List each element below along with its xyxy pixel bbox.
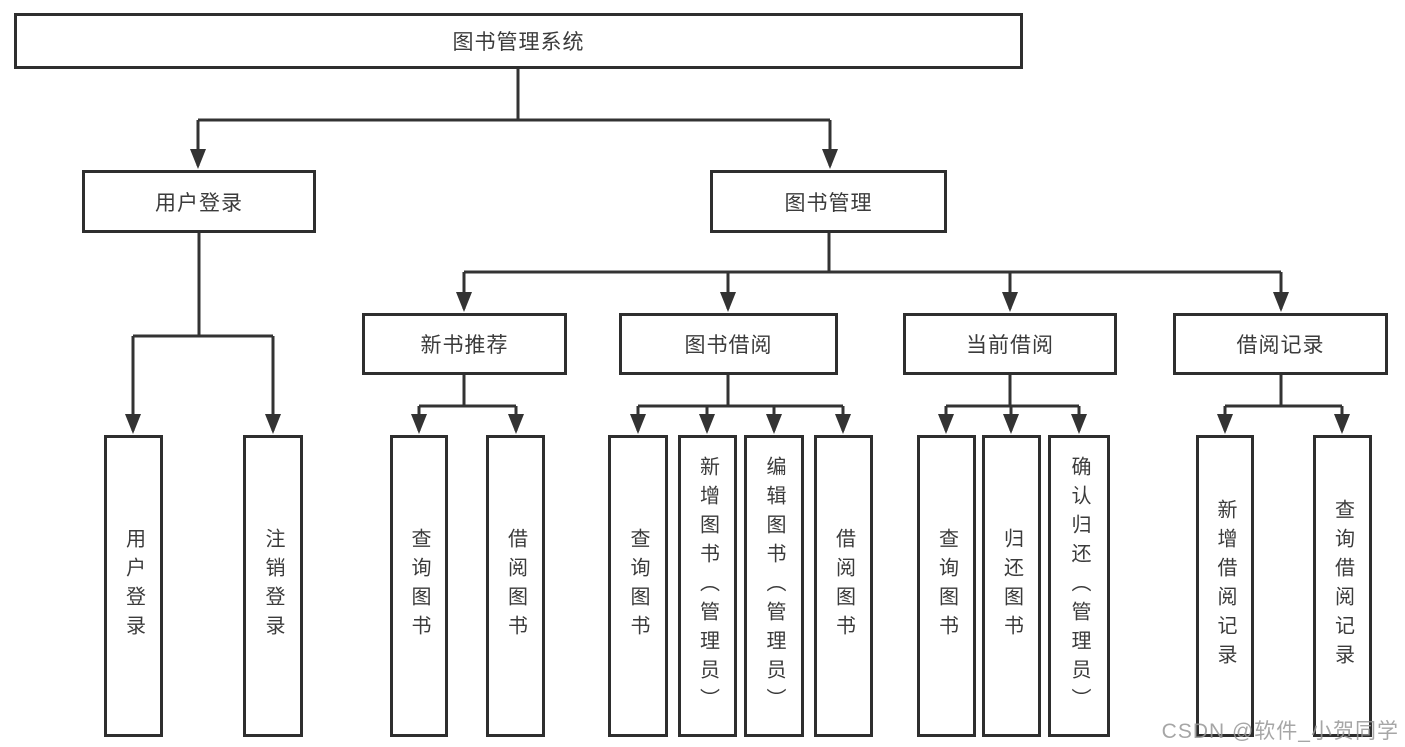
arrowhead (125, 414, 141, 434)
node-leaf-borrow-books-recommend-label: 借阅图书 (504, 528, 527, 644)
node-leaf-edit-books-admin: 编辑图书（管理员） (744, 435, 804, 737)
node-root: 图书管理系统 (14, 13, 1023, 69)
node-leaf-query-books-recommend-label: 查询图书 (408, 528, 430, 644)
arrowheads (125, 149, 1350, 434)
node-root-label: 图书管理系统 (452, 31, 585, 54)
node-leaf-confirm-return-admin-label: 确认归还（管理员） (1068, 455, 1090, 717)
arrowhead (630, 414, 646, 434)
arrowhead (720, 292, 736, 312)
arrowhead (190, 149, 206, 169)
arrowhead (456, 292, 472, 312)
node-new-book-recommend-label: 新书推荐 (420, 334, 509, 357)
node-leaf-user-login-label: 用户登录 (122, 528, 145, 644)
node-leaf-logout-label: 注销登录 (262, 528, 284, 644)
node-book-management-label: 图书管理 (784, 191, 873, 215)
arrowhead (766, 414, 782, 434)
node-leaf-borrow-books-recommend: 借阅图书 (486, 435, 545, 737)
arrowhead (265, 414, 281, 434)
node-leaf-borrow-books: 借阅图书 (814, 435, 873, 737)
node-leaf-query-books-borrow-label: 查询图书 (627, 528, 649, 644)
arrowhead (1003, 414, 1019, 434)
node-leaf-user-login: 用户登录 (104, 435, 163, 737)
node-leaf-add-borrow-record: 新增借阅记录 (1196, 435, 1254, 737)
arrowhead (822, 149, 838, 169)
node-leaf-logout: 注销登录 (243, 435, 303, 737)
node-leaf-query-borrow-record-label: 查询借阅记录 (1331, 499, 1354, 673)
arrowhead (835, 414, 851, 434)
arrowhead (1273, 292, 1289, 312)
node-leaf-return-books-label: 归还图书 (1000, 528, 1023, 644)
node-user-login-label: 用户登录 (155, 191, 243, 215)
arrowhead (1071, 414, 1087, 434)
arrowhead (1334, 414, 1350, 434)
node-leaf-query-books-recommend: 查询图书 (390, 435, 448, 737)
node-leaf-return-books: 归还图书 (982, 435, 1041, 737)
node-book-management: 图书管理 (710, 170, 947, 233)
node-leaf-add-books-admin: 新增图书（管理员） (678, 435, 737, 737)
csdn-watermark: CSDN @软件_小贺同学 (1161, 720, 1399, 743)
node-current-borrow: 当前借阅 (903, 313, 1117, 375)
arrowhead (1002, 292, 1018, 312)
arrowhead (411, 414, 427, 434)
arrowhead (1217, 414, 1233, 434)
node-borrow-records: 借阅记录 (1173, 313, 1388, 375)
node-leaf-edit-books-admin-label: 编辑图书（管理员） (763, 455, 785, 717)
node-leaf-add-borrow-record-label: 新增借阅记录 (1214, 499, 1236, 673)
node-new-book-recommend: 新书推荐 (362, 313, 567, 375)
node-leaf-query-books-current-label: 查询图书 (935, 528, 958, 644)
node-borrow-records-label: 借阅记录 (1236, 334, 1325, 357)
node-current-borrow-label: 当前借阅 (966, 334, 1054, 357)
arrowhead (508, 414, 524, 434)
node-leaf-confirm-return-admin: 确认归还（管理员） (1048, 435, 1110, 737)
connector-lines (131, 69, 1344, 431)
node-leaf-borrow-books-label: 借阅图书 (832, 528, 855, 644)
node-leaf-query-borrow-record: 查询借阅记录 (1313, 435, 1372, 737)
arrowhead (938, 414, 954, 434)
node-book-borrow: 图书借阅 (619, 313, 838, 375)
node-leaf-query-books-current: 查询图书 (917, 435, 976, 737)
node-leaf-query-books-borrow: 查询图书 (608, 435, 668, 737)
node-user-login: 用户登录 (82, 170, 316, 233)
node-leaf-add-books-admin-label: 新增图书（管理员） (696, 455, 719, 717)
arrowhead (699, 414, 715, 434)
node-book-borrow-label: 图书借阅 (684, 334, 773, 357)
